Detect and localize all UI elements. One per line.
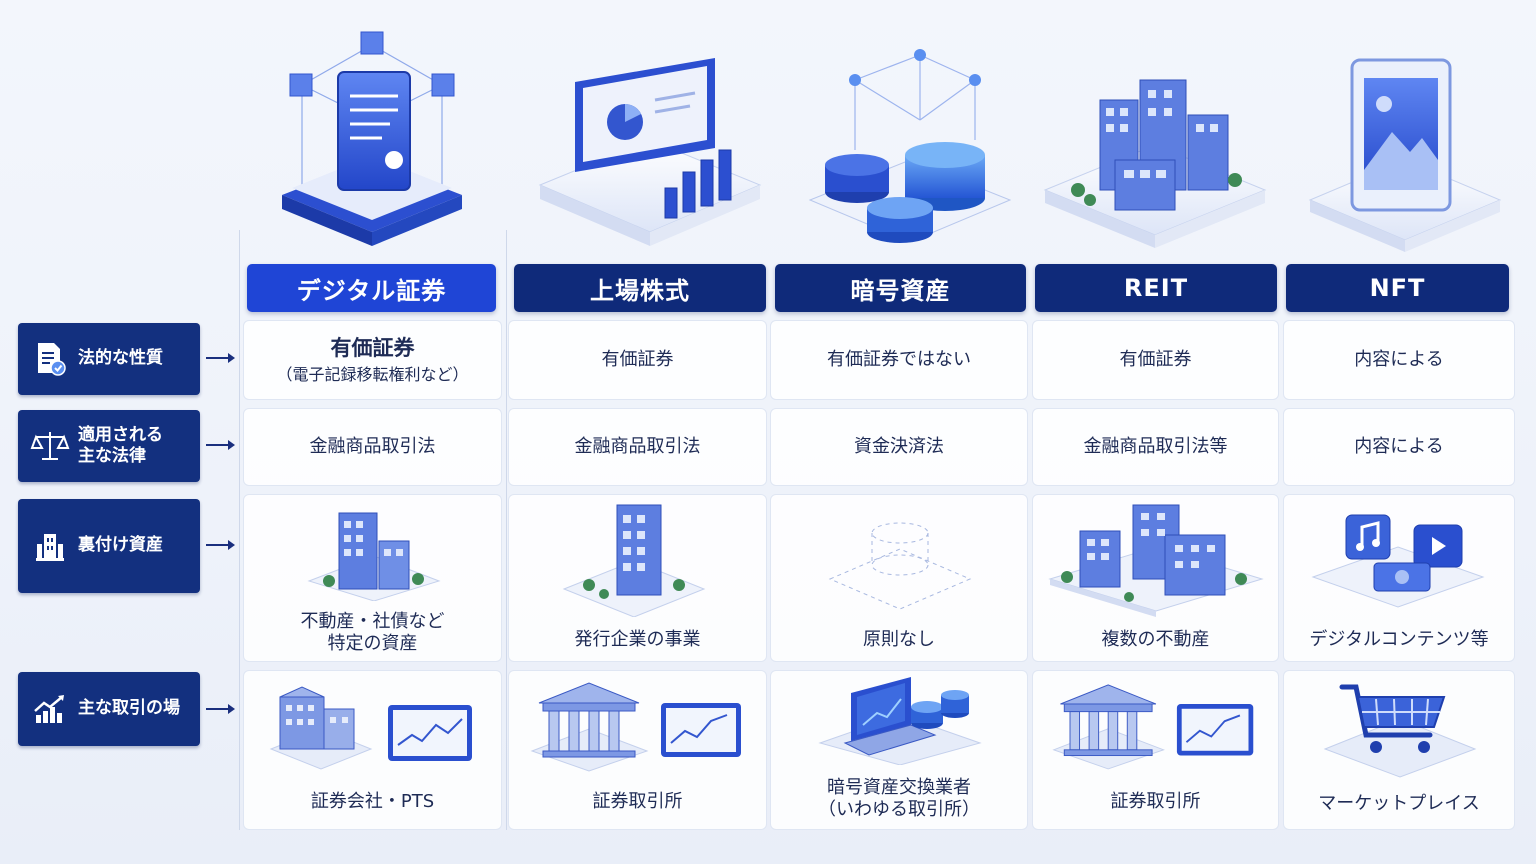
- cell-legal-crypto: 有価証券ではない: [770, 320, 1028, 400]
- stock-exchange-icon: [530, 682, 741, 772]
- nft-frame-illustration: [1308, 58, 1502, 252]
- row-label-legal-nature: 法的な性質: [18, 323, 200, 395]
- legal-document-icon: [38, 343, 66, 376]
- growth-chart-icon: [34, 695, 64, 723]
- header-digital-securities: デジタル証券: [247, 264, 496, 312]
- venue-listed-label: 証券取引所: [592, 791, 683, 812]
- arrow-icon: [206, 540, 235, 550]
- digital-content-icon: [1311, 514, 1485, 608]
- cell-asset-digital: 不動産・社債など 特定の資産: [243, 494, 502, 662]
- venue-crypto-label: 暗号資産交換業者 （いわゆる取引所）: [818, 777, 980, 820]
- header-listed-stocks: 上場株式: [514, 264, 766, 312]
- cell-venue-listed: 証券取引所: [508, 670, 767, 830]
- row-label-text: 裏付け資産: [78, 535, 163, 556]
- divider-line-digital: [506, 230, 507, 830]
- cell-legal-nft: 内容による: [1283, 320, 1515, 400]
- cell-venue-nft: マーケットプレイス: [1283, 670, 1515, 830]
- cell-legal-reit: 有価証券: [1032, 320, 1279, 400]
- crypto-coins-illustration: [808, 49, 1012, 243]
- empty-placeholder-icon: [828, 522, 972, 610]
- header-crypto-assets: 暗号資産: [775, 264, 1026, 312]
- row-label-trading-venue: 主な取引の場: [18, 672, 200, 746]
- row-label-text: 主な取引の場: [78, 698, 180, 719]
- cell-asset-nft: デジタルコンテンツ等: [1283, 494, 1515, 662]
- divider-line-left: [239, 230, 240, 830]
- shopping-cart-icon: [1323, 684, 1477, 778]
- asset-crypto-label: 原則なし: [863, 629, 935, 650]
- asset-reit-label: 複数の不動産: [1101, 629, 1210, 650]
- arrow-icon: [206, 440, 235, 450]
- row-label-text: 法的な性質: [78, 348, 163, 369]
- stock-dashboard-illustration: [538, 58, 762, 246]
- cell-asset-reit: 複数の不動産: [1032, 494, 1279, 662]
- digital-certificate-illustration: [282, 31, 462, 246]
- multiple-buildings-icon: [1048, 504, 1264, 617]
- cell-legal-digital: 有価証券 （電子記録移転権利など）: [243, 320, 502, 400]
- corporate-tower-icon: [562, 504, 706, 617]
- reit-buildings-illustration: [1043, 79, 1267, 248]
- venue-nft-label: マーケットプレイス: [1318, 793, 1480, 814]
- cell-law-digital: 金融商品取引法: [243, 408, 502, 486]
- cell-law-crypto: 資金決済法: [770, 408, 1028, 486]
- header-nft: NFT: [1286, 264, 1509, 312]
- row-label-underlying-asset: 裏付け資産: [18, 499, 200, 593]
- stock-exchange-icon: [1052, 684, 1254, 770]
- cell-law-nft: 内容による: [1283, 408, 1515, 486]
- securities-firm-icon: [269, 686, 472, 770]
- row-label-applicable-law: 適用される 主な法律: [18, 410, 200, 482]
- cell-asset-listed: 発行企業の事業: [508, 494, 767, 662]
- venue-reit-label: 証券取引所: [1110, 791, 1201, 812]
- cell-venue-digital: 証券会社・PTS: [243, 670, 502, 830]
- cell-legal-listed: 有価証券: [508, 320, 767, 400]
- cell-law-reit: 金融商品取引法等: [1032, 408, 1279, 486]
- cell-law-listed: 金融商品取引法: [508, 408, 767, 486]
- cell-venue-reit: 証券取引所: [1032, 670, 1279, 830]
- bank-building-icon: [36, 534, 64, 561]
- exchange-laptop-icon: [818, 677, 982, 765]
- asset-listed-label: 発行企業の事業: [574, 629, 701, 650]
- office-buildings-icon: [307, 512, 441, 601]
- header-reit: REIT: [1035, 264, 1277, 312]
- cell-venue-crypto: 暗号資産交換業者 （いわゆる取引所）: [770, 670, 1028, 830]
- arrow-icon: [206, 353, 235, 363]
- venue-digital-label: 証券会社・PTS: [310, 791, 435, 812]
- asset-nft-label: デジタルコンテンツ等: [1309, 629, 1489, 650]
- scales-icon: [30, 432, 70, 460]
- cell-asset-crypto: 原則なし: [770, 494, 1028, 662]
- row-label-text: 適用される 主な法律: [78, 424, 163, 466]
- arrow-icon: [206, 704, 235, 714]
